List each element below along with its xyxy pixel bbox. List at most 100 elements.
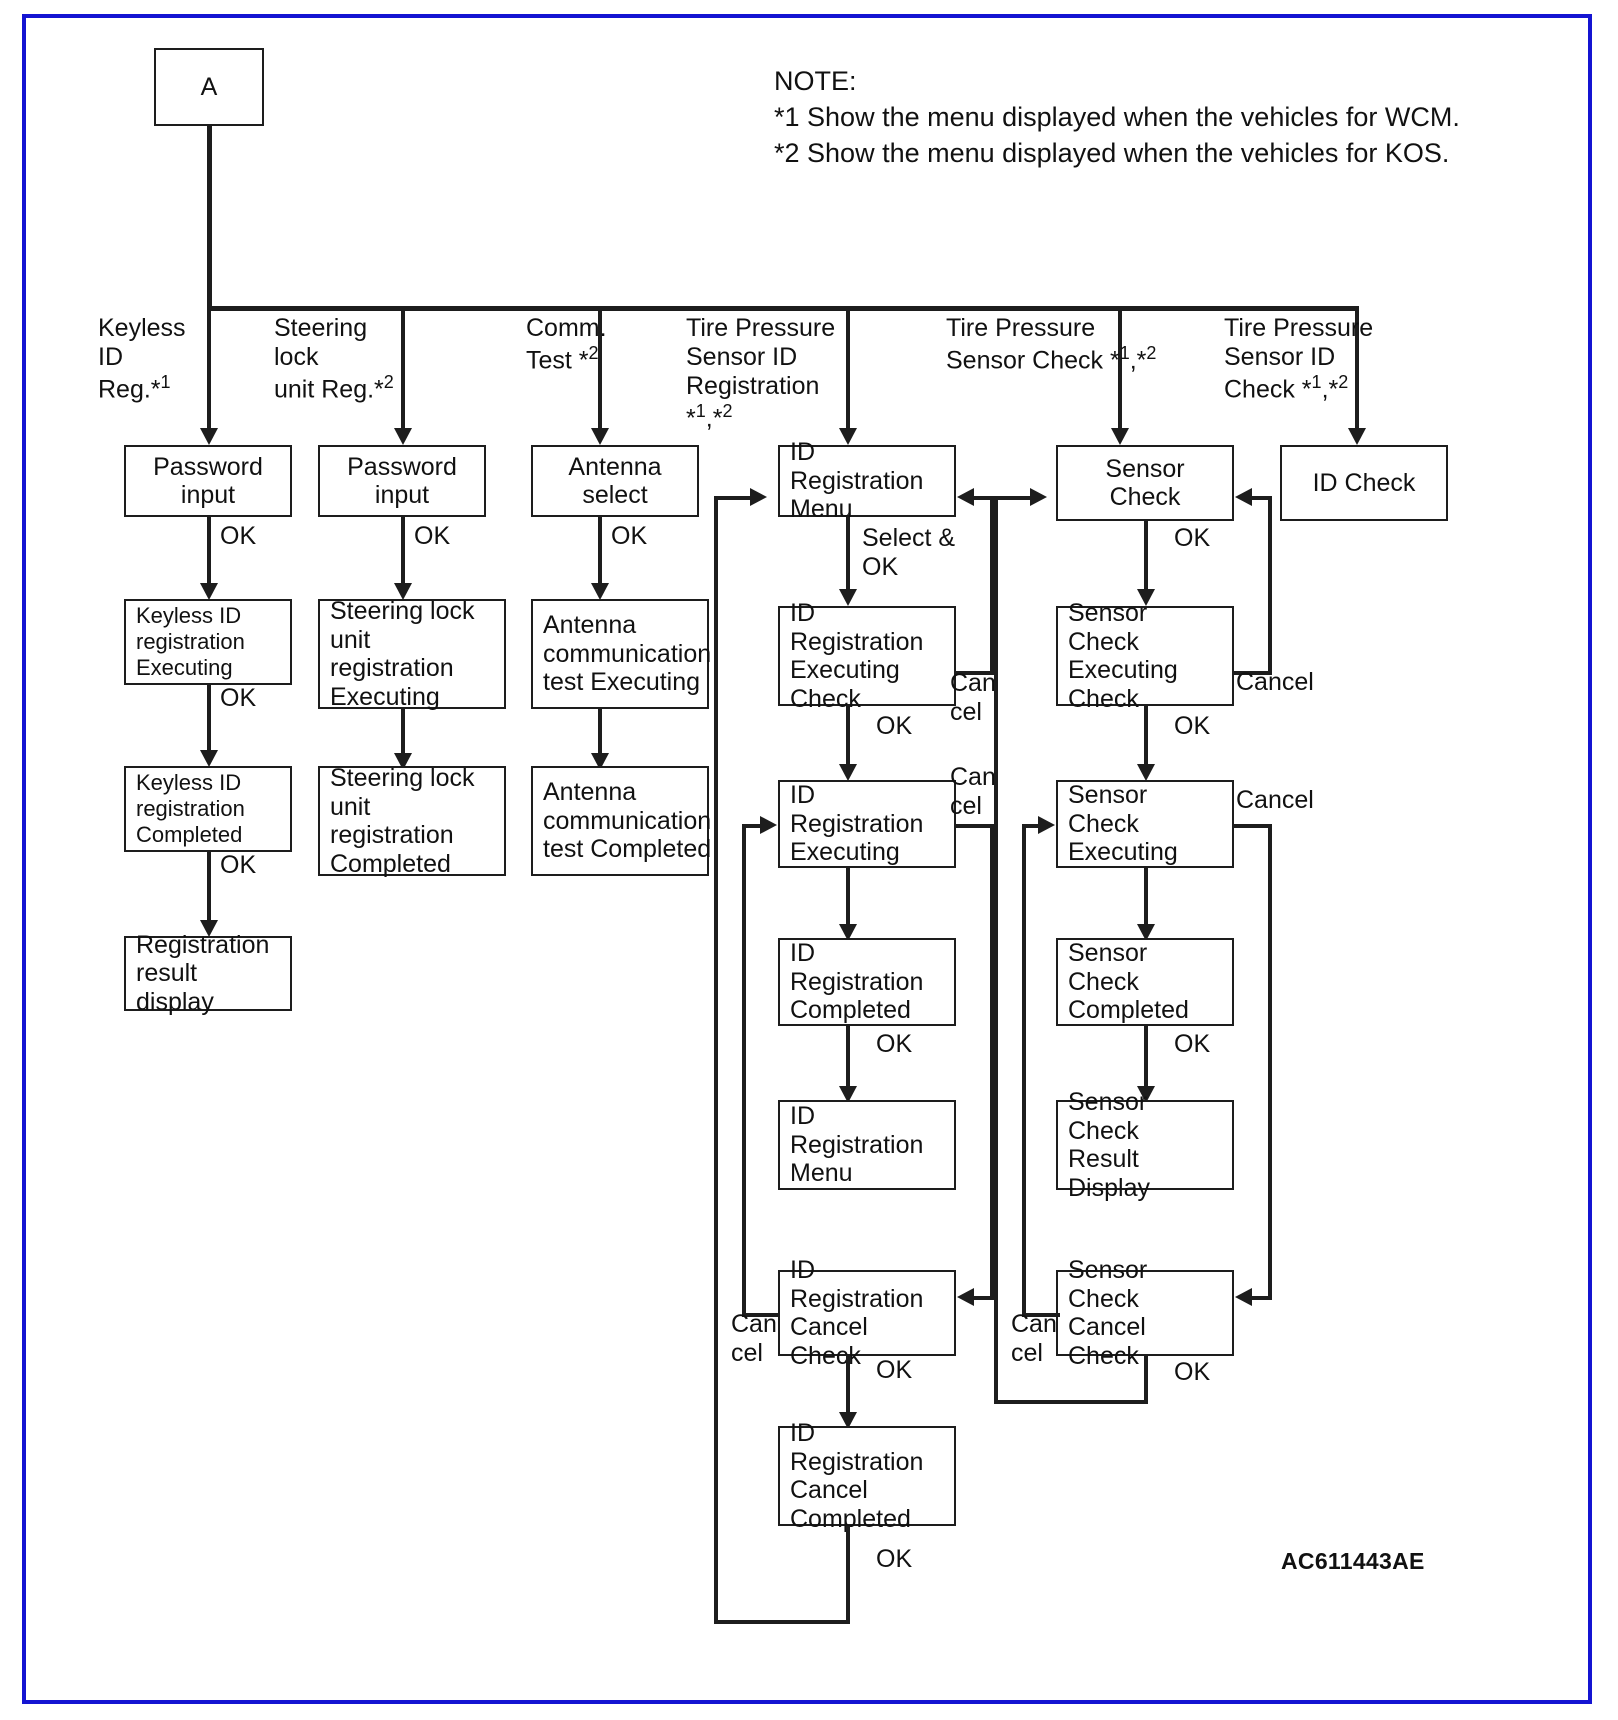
col5-box-2-label: Sensor Check Executing (1068, 781, 1178, 867)
col5-cancel2-v (1268, 824, 1272, 1300)
col1-edge-label-3: OK (220, 851, 257, 879)
col1-arrow-1 (200, 583, 218, 600)
col5-arrow-2 (1137, 764, 1155, 781)
col1-arrow-2 (200, 750, 218, 767)
col5-box-5-label: Sensor Check Cancel Check (1068, 1256, 1148, 1370)
col1-box-1-label: Keyless ID registration Executing (136, 603, 245, 680)
col1-edge-1 (207, 517, 211, 587)
col1-box-3-label: Registration result display (136, 930, 270, 1016)
col2-edge-1 (401, 517, 405, 587)
branch-arrow-2 (394, 428, 412, 445)
col4-cancel-label-2: Can cel (950, 763, 996, 820)
col5-edge-4 (1144, 1026, 1148, 1090)
col2-box-2-label: Steering lock unit registration Complete… (330, 764, 475, 878)
figure-code: AC611443AE (1281, 1548, 1425, 1574)
col4-box-6-label: ID Registration Cancel Completed (790, 1419, 924, 1533)
col4-final-arrow (750, 488, 767, 506)
col4-box-id-registration-menu-bottom: ID Registration Menu (778, 1100, 956, 1190)
col3-box-antenna-communication-test-completed: Antenna communication test Completed (531, 766, 711, 876)
col5-final-h (994, 1400, 1148, 1404)
col3-arrow-2 (591, 753, 609, 770)
start-node-a-label: A (200, 72, 218, 101)
col1-box-2-label: Keyless ID registration Completed (136, 770, 245, 847)
note-heading: NOTE: (774, 66, 857, 96)
diagram-frame: A NOTE: *1 Show the menu displayed when … (22, 14, 1592, 1704)
col5-box-1-label: Sensor Check Executing Check (1068, 599, 1178, 713)
col4-edge-label-2: OK (876, 712, 913, 740)
col4-final-v-down (846, 1526, 850, 1624)
distribution-bus (207, 306, 1359, 311)
col4-box-0-label: ID Registration Menu (790, 438, 924, 524)
col4-final-v-up (714, 496, 718, 1624)
col3-edge-2 (598, 709, 602, 757)
col5-final-label: OK (1174, 1358, 1211, 1386)
col4-edge-3 (846, 868, 850, 928)
col5-box-4-label: Sensor Check Result Display (1068, 1088, 1150, 1202)
col2-edge-2 (401, 709, 405, 757)
col4-cancel-label-1: Can cel (950, 669, 996, 726)
col4-cancel2-v (990, 824, 994, 1300)
col5-edge-label-3: OK (1174, 1030, 1211, 1058)
col4-arrow-5 (839, 1412, 857, 1429)
col2-arrow-1 (394, 583, 412, 600)
col5-box-sensor-check-completed: Sensor Check Completed (1056, 938, 1234, 1026)
col5-edge-2 (1144, 706, 1148, 768)
col1-edge-label-1: OK (220, 522, 257, 550)
col4-box-id-registration-cancel-completed: ID Registration Cancel Completed (778, 1419, 956, 1533)
col5-arrow-1 (1137, 589, 1155, 606)
col5-final-h-in (994, 496, 1032, 500)
col2-box-steering-lock-unit-registration-executing: Steering lock unit registration Executin… (318, 597, 506, 711)
col4-edge-2 (846, 706, 850, 768)
col4-cancel1-v (990, 496, 994, 675)
col3-edge-label-1: OK (611, 522, 648, 550)
col5-cancel1-h-out (1234, 671, 1272, 675)
col4-arrow-1 (839, 589, 857, 606)
col4-final-h-in (714, 496, 752, 500)
col5-box-0-label: Sensor Check (1105, 454, 1185, 512)
col2-box-password-input: Password input (318, 445, 486, 517)
col5-box-sensor-check-result-display: Sensor Check Result Display (1056, 1088, 1234, 1202)
col4-box-3-label: ID Registration Completed (790, 939, 924, 1025)
col2-edge-label-1: OK (414, 522, 451, 550)
col4-cancel-label-3: Can cel (731, 1310, 777, 1367)
col5-cancel-label-1: Cancel (1236, 668, 1314, 696)
branch-arrow-4 (839, 428, 857, 445)
col5-edge-label-2: OK (1174, 712, 1211, 740)
col4-box-4-label: ID Registration Menu (790, 1102, 924, 1188)
col2-box-1-label: Steering lock unit registration Executin… (330, 597, 475, 711)
col4-cancel2-h-in (974, 1296, 994, 1300)
col4-edge-1 (846, 517, 850, 593)
trunk-vertical-from-a (207, 126, 212, 308)
col3-box-1-label: Antenna communication test Executing (543, 611, 712, 697)
col1-box-0-label: Password input (153, 452, 263, 510)
col1-edge-3 (207, 852, 211, 924)
col4-box-id-registration-menu-top: ID Registration Menu (778, 438, 956, 523)
col5-edge-label-1: OK (1174, 524, 1211, 552)
col5-cancel2-arrow (1235, 1288, 1252, 1306)
col5-cancel3-v (1022, 824, 1026, 1317)
col4-cancel3-arrow (760, 816, 777, 834)
col5-edge-1 (1144, 521, 1148, 593)
branch-arrow-1 (200, 428, 218, 445)
col5-cancel1-v (1268, 496, 1272, 675)
note-line-1: *1 Show the menu displayed when the vehi… (774, 102, 1460, 132)
col5-cancel3-h-in (1022, 824, 1042, 828)
branch-label-3: Comm.Test *2 (526, 314, 607, 375)
col4-box-2-label: ID Registration Executing (790, 781, 924, 867)
col5-box-sensor-check-executing-check: Sensor Check Executing Check (1056, 599, 1234, 713)
col4-edge-4 (846, 1026, 850, 1090)
note-line-2: *2 Show the menu displayed when the vehi… (774, 138, 1450, 168)
col5-final-v-up (994, 496, 998, 1404)
col4-cancel3-v (742, 824, 746, 1317)
branch-drop-5 (1118, 306, 1122, 431)
col4-edge-label-3: OK (876, 1030, 913, 1058)
col4-box-id-registration-completed: ID Registration Completed (778, 938, 956, 1026)
col4-box-id-registration-executing: ID Registration Executing (778, 780, 956, 868)
col5-box-sensor-check: Sensor Check (1056, 445, 1234, 521)
col4-edge-label-1: Select & OK (862, 524, 956, 581)
col4-box-1-label: ID Registration Executing Check (790, 599, 924, 713)
col4-cancel2-h-out (956, 824, 994, 828)
col5-final-v-down (1144, 1356, 1148, 1404)
